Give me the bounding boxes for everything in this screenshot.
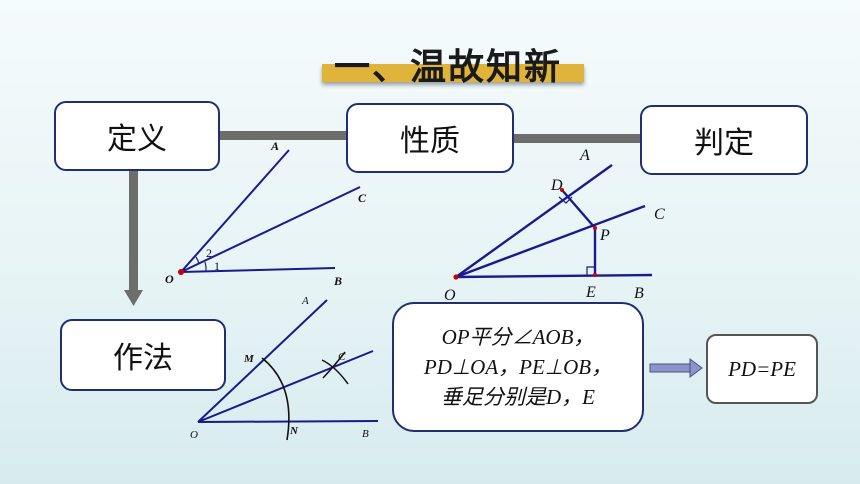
down-arrow-head [124, 290, 143, 306]
label-o: O [165, 272, 174, 286]
result-box: PD=PE [706, 334, 818, 404]
compass-arc-mn [261, 357, 290, 441]
label-o: O [190, 429, 198, 441]
angle-arc-2 [195, 256, 200, 265]
compass-arc-1 [321, 359, 349, 385]
figure-construction: A M C O N B [190, 295, 379, 441]
condition-line-2: PD⊥OA，PE⊥OB， [423, 355, 613, 379]
ray-oa [455, 164, 613, 278]
title-block: 一、温故知新 [316, 38, 584, 88]
ray-oc [180, 186, 361, 273]
label-b: B [333, 274, 342, 288]
connector-definition-construction [129, 170, 138, 292]
ray-oa [180, 149, 290, 273]
figure-property: A D C P O E B [444, 147, 665, 304]
ray-oc [197, 350, 374, 423]
title-highlight-bar [322, 64, 584, 82]
angle-arc-1 [204, 261, 207, 272]
label-e: E [585, 284, 596, 301]
arrow-shaft [649, 363, 691, 373]
box-property: 性质 [346, 103, 514, 173]
label-d: D [550, 177, 563, 194]
right-angle-mark-e [586, 266, 595, 275]
connector-property-criterion [514, 134, 642, 143]
label-angle-2: 2 [206, 246, 212, 260]
point-p [593, 226, 597, 230]
label-b: B [362, 428, 369, 440]
ray-ob [180, 267, 336, 273]
label-a: A [579, 147, 590, 164]
point-d [560, 188, 564, 192]
label-n: N [289, 425, 299, 437]
label-c: C [338, 351, 346, 363]
vertex-point-o [453, 274, 459, 280]
condition-box: OP平分∠AOB， PD⊥OA，PE⊥OB， 垂足分别是D，E [392, 302, 644, 432]
right-angle-mark-d [558, 196, 573, 204]
ray-ob [197, 420, 379, 423]
label-c: C [358, 191, 367, 205]
implies-arrow [649, 358, 703, 378]
figure-definition: A C B O 2 1 [165, 139, 367, 288]
label-a: A [270, 139, 279, 153]
label-c: C [654, 206, 665, 223]
condition-line-3: 垂足分别是D，E [441, 385, 595, 409]
label-p: P [599, 227, 610, 244]
segment-pd [561, 189, 596, 229]
ray-oa [197, 299, 328, 423]
condition-line-1: OP平分∠AOB， [441, 325, 595, 349]
box-criterion: 判定 [640, 105, 808, 175]
label-o: O [444, 287, 456, 304]
box-construction: 作法 [60, 319, 226, 391]
vertex-point-o [178, 269, 184, 275]
compass-arc-2 [322, 351, 346, 379]
arrow-head [689, 358, 703, 378]
point-e [593, 273, 597, 277]
box-definition: 定义 [54, 101, 220, 171]
label-b: B [634, 285, 644, 302]
connector-definition-property [220, 131, 348, 140]
ray-oc [455, 204, 646, 279]
label-angle-1: 1 [214, 259, 220, 273]
ray-ob [455, 273, 653, 279]
label-a: A [301, 295, 309, 307]
label-m: M [243, 353, 255, 365]
page-title: 一、温故知新 [333, 47, 562, 88]
